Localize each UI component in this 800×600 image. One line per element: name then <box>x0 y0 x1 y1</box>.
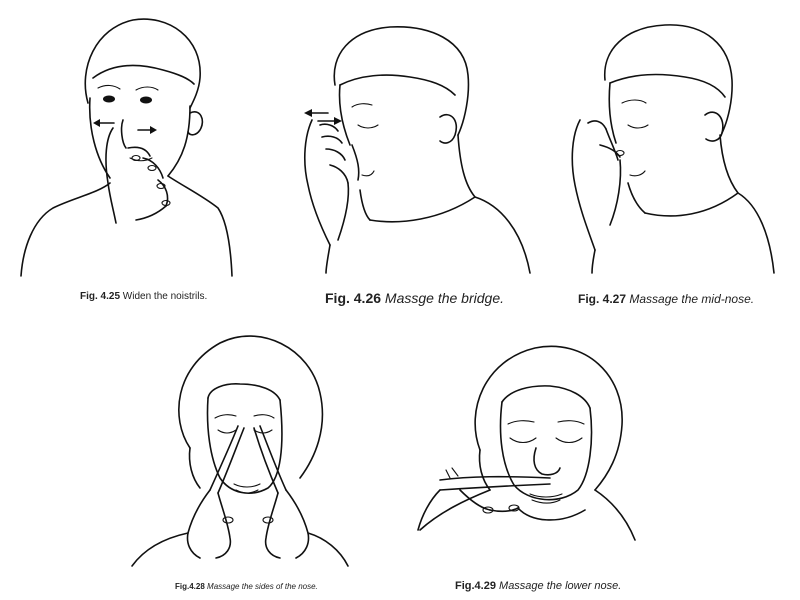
figure-number: Fig.4.28 <box>175 582 205 591</box>
figure-number: Fig. 4.26 <box>325 290 382 306</box>
figure-4-25-illustration <box>18 8 233 278</box>
caption-fig-4-27: Fig. 4.27 Massage the mid-nose. <box>578 292 754 306</box>
figure-4-28-illustration <box>130 328 350 568</box>
figure-4-29-illustration <box>410 340 640 565</box>
massage-mid-nose-drawing <box>571 24 775 274</box>
caption-fig-4-26: Fig. 4.26 Massge the bridge. <box>325 290 504 306</box>
widen-nostrils-drawing <box>20 18 233 277</box>
massage-lower-nose-drawing <box>417 345 636 541</box>
figure-number: Fig.4.29 <box>455 580 496 592</box>
figure-caption-text: Massage the sides of the nose. <box>207 582 318 591</box>
figure-number: Fig. 4.25 <box>80 291 121 302</box>
figure-caption-text: Widen the noistrils. <box>122 291 208 302</box>
caption-fig-4-25: Fig. 4.25 Widen the noistrils. <box>80 291 207 302</box>
figure-4-27-illustration <box>560 24 775 275</box>
figure-4-26-illustration <box>290 25 535 275</box>
massage-bridge-drawing <box>304 26 531 274</box>
figure-caption-text: Massage the mid-nose. <box>629 292 755 306</box>
caption-fig-4-29: Fig.4.29 Massage the lower nose. <box>455 580 621 592</box>
massage-sides-drawing <box>131 335 349 567</box>
caption-fig-4-28: Fig.4.28 Massage the sides of the nose. <box>175 582 318 591</box>
figure-caption-text: Massage the lower nose. <box>499 580 622 592</box>
figure-number: Fig. 4.27 <box>578 292 627 306</box>
figure-caption-text: Massge the bridge. <box>384 290 504 306</box>
